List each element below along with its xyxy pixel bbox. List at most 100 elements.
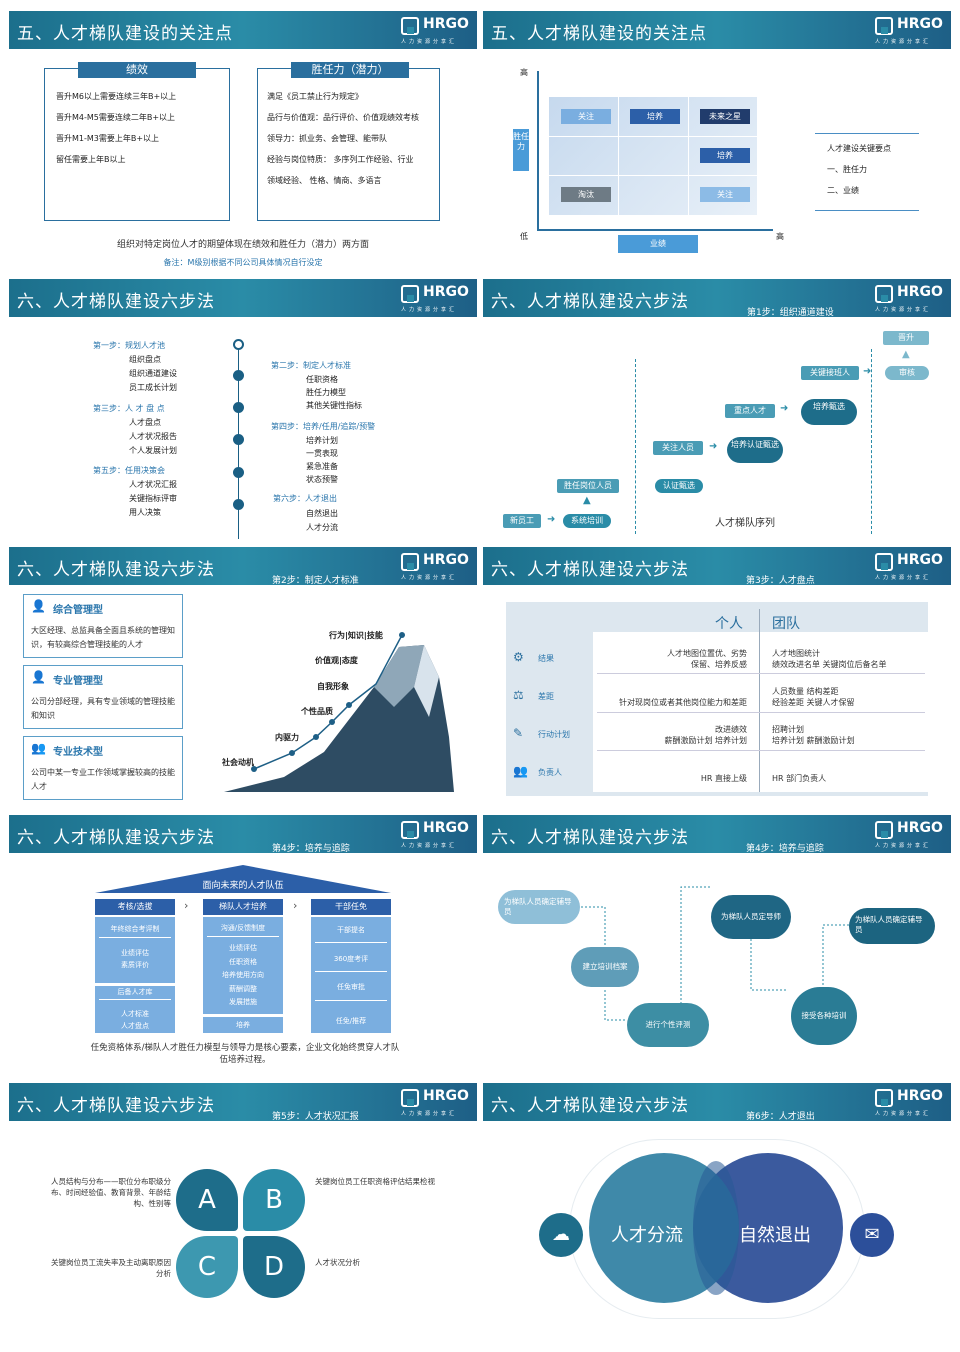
arrow-up: ▲ <box>583 495 591 506</box>
logo-icon <box>401 17 419 35</box>
node-key-talent: 重点人才 <box>725 404 775 418</box>
step-item: 任职资格 <box>306 375 338 384</box>
step-item: 用人决策 <box>129 508 161 517</box>
step-heading: 第四步：培养/任用/追踪/预警 <box>271 422 376 431</box>
logo-word: HRGO <box>423 1088 469 1104</box>
logo-word: HRGO <box>423 284 469 300</box>
col-header: 干部任免 <box>311 899 391 915</box>
divider <box>99 999 171 1000</box>
y-axis-label: 胜任力 <box>513 129 529 171</box>
step-item: 状态预警 <box>306 475 338 484</box>
step-item: 其他关键性指标 <box>306 401 362 410</box>
edit-icon: ✎ <box>513 726 524 740</box>
logo-sub: 人力资源分享汇 <box>875 307 932 313</box>
step-item: 人才盘点 <box>129 418 161 427</box>
cell: 针对现岗位或者其他岗位能力和差距 <box>619 698 747 707</box>
slide-title: 六、人才梯队建设六步法 <box>491 292 689 312</box>
grid-line <box>688 97 689 215</box>
dashed-divider <box>635 359 636 534</box>
col-header: 梯队人才培养 <box>203 899 283 915</box>
comp-line: 品行与价值观：品行评价、价值观绩效考核 <box>267 113 419 122</box>
step-subtitle: 第4步：培养与追踪 <box>272 844 350 854</box>
petal-b: B <box>243 1169 305 1231</box>
node-review: 审核 <box>885 366 929 380</box>
node-successor: 关键接班人 <box>801 366 859 380</box>
timeline-dot <box>233 402 244 413</box>
text-c: 关键岗位员工流失率及主动离职原因分析 <box>51 1258 171 1278</box>
chevron-icon: › <box>184 899 189 912</box>
step-item: 人才状况报告 <box>129 432 177 441</box>
grid-line <box>549 136 757 137</box>
step-item: 一贯表现 <box>306 449 338 458</box>
label-diversion: 人才分流 <box>611 1225 683 1246</box>
level-label: 社会动机 <box>222 758 254 767</box>
step-item: 关键指标评审 <box>129 494 177 503</box>
divider <box>207 936 279 937</box>
cell: HR 直接上级 <box>700 774 747 783</box>
node-competent-staff: 胜任岗位人员 <box>557 479 619 493</box>
step-subtitle: 第6步：人才退出 <box>746 1112 815 1122</box>
note-text: 组织对特定岗位人才的期望体现在绩效和胜任力（潜力）两方面 <box>116 240 369 250</box>
col-item: 任免审批 <box>337 983 365 991</box>
slide-title: 六、人才梯队建设六步法 <box>17 1096 215 1116</box>
x-axis-label: 业绩 <box>618 235 698 253</box>
timeline-dot <box>233 467 244 478</box>
slide-header: 六、人才梯队建设六步法 HRGO 人力资源分享汇 <box>483 279 951 317</box>
cell-cultivate-2: 培养 <box>700 148 750 163</box>
x-axis <box>537 229 773 231</box>
logo-icon <box>875 1089 893 1107</box>
petal-c: C <box>176 1236 238 1298</box>
step-item: 自然退出 <box>306 509 338 518</box>
card-title: 专业技术型 <box>53 747 103 758</box>
divider <box>315 1000 387 1001</box>
node-training-file: 建立培训档案 <box>571 947 639 987</box>
logo-word: HRGO <box>897 552 943 568</box>
perf-line: 留任需要上年B以上 <box>56 155 126 164</box>
node-promotion: 晋升 <box>883 331 929 345</box>
level-label: 价值观|态度 <box>315 656 358 665</box>
node-cultivate-select: 培养认证甄选 <box>727 437 783 463</box>
logo-sub: 人力资源分享汇 <box>401 39 458 45</box>
logo-word: HRGO <box>897 284 943 300</box>
comp-line: 满足《员工禁止行为规定》 <box>267 92 363 101</box>
petal-d: D <box>243 1236 305 1298</box>
x-high: 高 <box>776 232 784 241</box>
cell: 人才地图位置优、劣势 保留、培养反感 <box>667 649 747 669</box>
node-assign-tutor: 为梯队人员确定辅导员 <box>498 890 580 924</box>
people-icon: 👥 <box>513 764 528 778</box>
step-heading: 第三步：人 才 盘 点 <box>93 404 165 413</box>
chevron-icon: › <box>293 899 298 912</box>
logo-sub: 人力资源分享汇 <box>875 1111 932 1117</box>
step-item: 个人发展计划 <box>129 446 177 455</box>
logo-icon <box>401 1089 419 1107</box>
caption: 任免资格体系/梯队人才胜任力模型与领导力是核心要素，企业文化始终贯穿人才队伍培养… <box>90 1043 400 1065</box>
key-item: 一、胜任力 <box>827 165 867 174</box>
col-item: 培养 <box>236 1021 250 1029</box>
mail-icon: ✉ <box>850 1213 894 1257</box>
node-new-employee: 新员工 <box>503 514 541 528</box>
level-label: 行为|知识|技能 <box>329 631 383 640</box>
hrgo-logo: HRGO 人力资源分享汇 <box>875 284 943 314</box>
y-high: 高 <box>520 68 528 77</box>
series-caption: 人才梯队序列 <box>715 518 775 529</box>
step-heading: 第五步：任用决策会 <box>93 466 165 475</box>
cloud-icon: ☁ <box>539 1213 583 1257</box>
divider <box>315 971 387 972</box>
divider <box>315 942 387 943</box>
logo-word: HRGO <box>897 16 943 32</box>
col-item: 沟通/反馈制度 <box>220 924 266 932</box>
key-item: 二、业绩 <box>827 186 859 195</box>
logo-word: HRGO <box>423 16 469 32</box>
logo-word: HRGO <box>423 820 469 836</box>
